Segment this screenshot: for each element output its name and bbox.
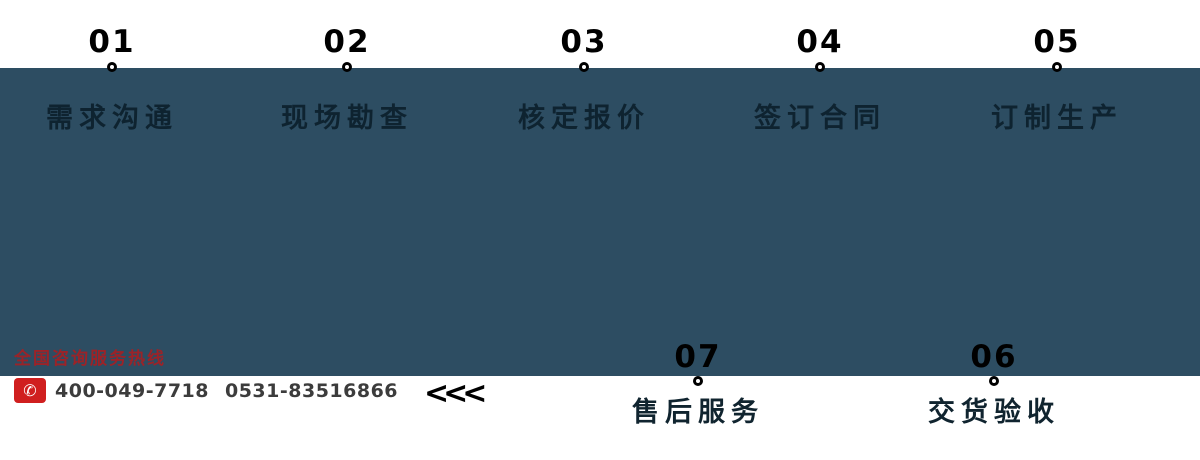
step-dot-icon (1052, 62, 1062, 72)
step-dot-icon (989, 376, 999, 386)
step-07: 07 售后服务 (586, 340, 810, 429)
step-01: 01 需求沟通 (0, 24, 224, 135)
hotline-title: 全国咨询服务热线 (14, 349, 166, 369)
step-05: 05 订制生产 (945, 24, 1169, 135)
step-03: 03 核定报价 (472, 24, 696, 135)
left-chevrons-icon: <<< (424, 376, 487, 411)
step-label: 订制生产 (991, 103, 1123, 134)
step-number: 03 (560, 24, 608, 60)
step-number: 06 (970, 339, 1018, 375)
phone-icon: ✆ (14, 378, 46, 403)
hotline-row: ✆ 400-049-7718 0531-83516866 (14, 378, 414, 403)
background-band (0, 68, 1200, 376)
step-label: 现场勘查 (281, 103, 413, 134)
hotline-number-1: 400-049-7718 (55, 379, 209, 402)
step-number: 07 (674, 339, 722, 375)
step-dot-icon (107, 62, 117, 72)
step-04: 04 签订合同 (708, 24, 932, 135)
step-label: 需求沟通 (46, 103, 178, 134)
step-number: 05 (1033, 24, 1081, 60)
hotline-block: 全国咨询服务热线 ✆ 400-049-7718 0531-83516866 (14, 344, 414, 403)
step-dot-icon (693, 376, 703, 386)
step-number: 01 (88, 24, 136, 60)
step-label: 签订合同 (754, 103, 886, 134)
hotline-number-2: 0531-83516866 (224, 379, 399, 402)
step-label: 售后服务 (632, 397, 764, 428)
step-dot-icon (342, 62, 352, 72)
step-number: 04 (796, 24, 844, 60)
step-number: 02 (323, 24, 371, 60)
step-label: 交货验收 (928, 397, 1060, 428)
step-02: 02 现场勘查 (235, 24, 459, 135)
step-dot-icon (579, 62, 589, 72)
step-label: 核定报价 (518, 103, 650, 134)
step-dot-icon (815, 62, 825, 72)
step-06: 06 交货验收 (882, 340, 1106, 429)
